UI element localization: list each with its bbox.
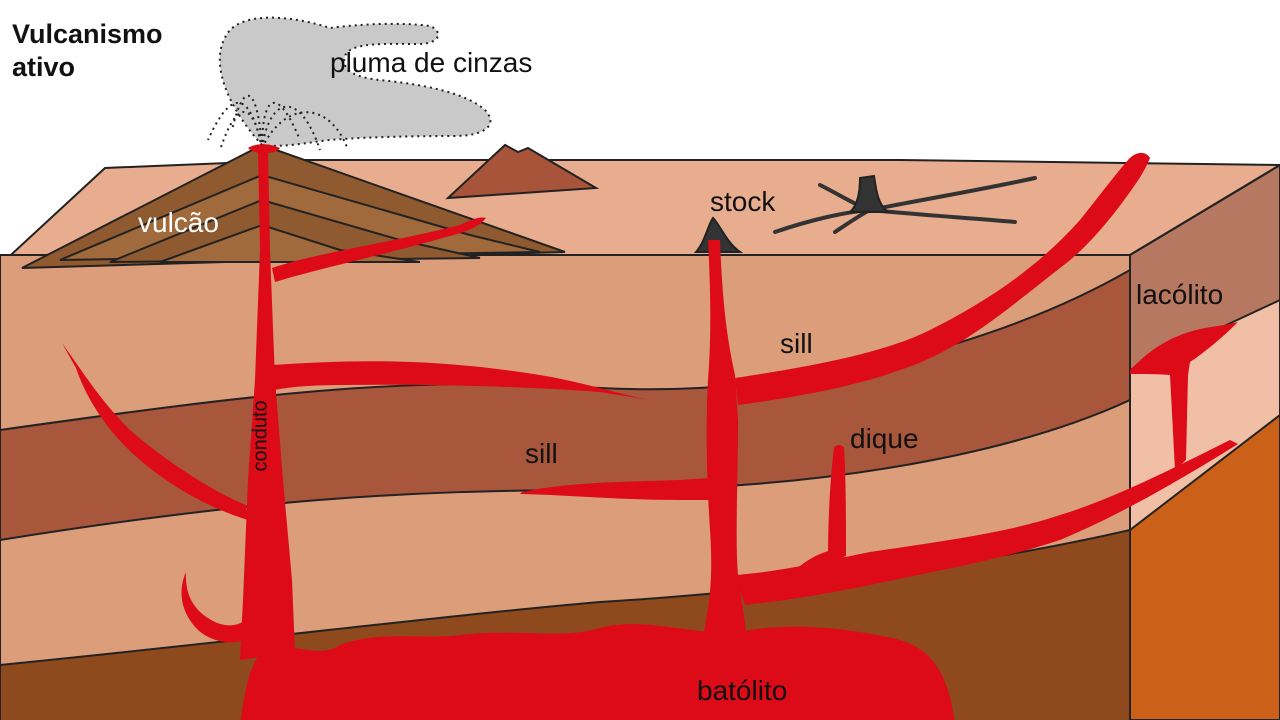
label-volcano: vulcão xyxy=(138,207,219,238)
diagram-title: Vulcanismo ativo xyxy=(12,18,163,84)
laccolith-shape xyxy=(1130,322,1238,470)
label-laccolith: lacólito xyxy=(1136,279,1224,310)
ash-plume xyxy=(218,16,492,147)
label-sill-lower: sill xyxy=(525,438,558,469)
magma-intrusions xyxy=(62,144,1238,720)
plug-body xyxy=(847,174,892,213)
label-batholith: batólito xyxy=(697,675,788,706)
label-stock: stock xyxy=(710,186,776,217)
batholith-shape xyxy=(240,624,955,720)
label-sill-upper: sill xyxy=(780,328,813,359)
cinder-cone xyxy=(445,143,600,200)
side-outline xyxy=(1129,163,1280,720)
stratum-dark-upper xyxy=(0,268,1130,542)
label-dike: dique xyxy=(850,423,919,454)
side-face xyxy=(1130,165,1280,720)
eruption-jets xyxy=(207,94,349,151)
conduit-shape xyxy=(240,150,295,660)
title-line-2: ativo xyxy=(12,52,76,82)
title-line-1: Vulcanismo xyxy=(12,19,163,49)
stock-body xyxy=(693,216,744,253)
label-conduit: conduto xyxy=(249,400,272,472)
label-ash-plume: pluma de cinzas xyxy=(330,47,533,78)
